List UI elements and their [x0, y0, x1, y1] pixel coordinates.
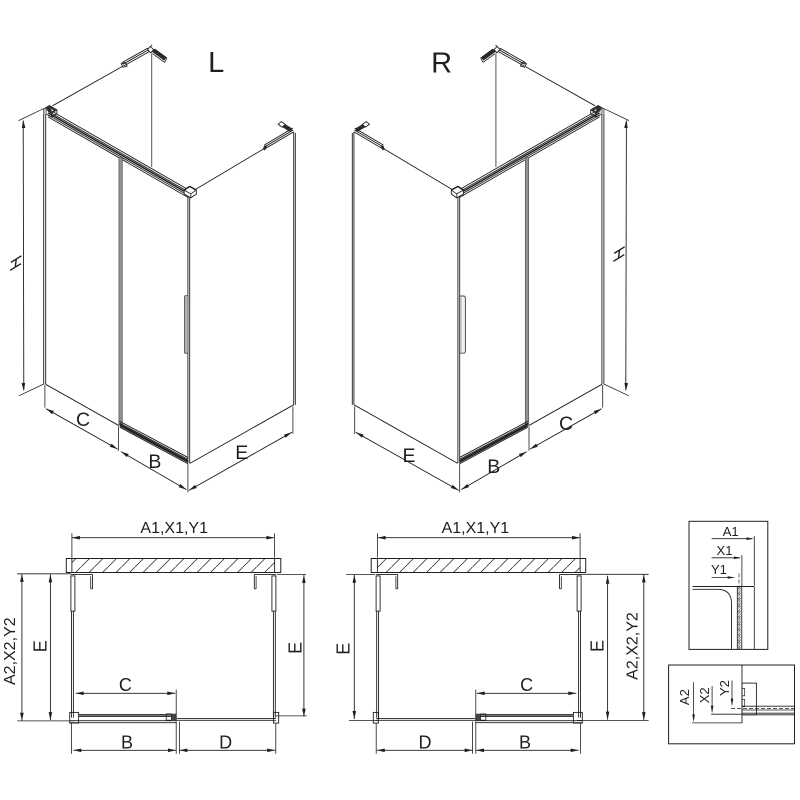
svg-text:D: D — [419, 733, 432, 753]
svg-text:E: E — [235, 442, 248, 464]
svg-text:C: C — [559, 413, 573, 435]
svg-text:A2,X2,Y2: A2,X2,Y2 — [2, 617, 19, 685]
svg-text:X1: X1 — [717, 543, 733, 558]
svg-text:A1: A1 — [723, 524, 739, 539]
svg-text:E: E — [333, 643, 353, 655]
svg-text:A2: A2 — [677, 689, 692, 705]
svg-text:E: E — [402, 445, 415, 467]
svg-text:D: D — [219, 733, 232, 753]
svg-text:B: B — [519, 733, 531, 753]
svg-text:E: E — [587, 640, 607, 652]
svg-text:C: C — [119, 675, 132, 695]
svg-text:X2: X2 — [697, 687, 712, 703]
svg-text:L: L — [208, 47, 224, 79]
svg-text:Y2: Y2 — [717, 680, 732, 696]
svg-text:Y1: Y1 — [711, 562, 727, 577]
svg-text:A1,X1,Y1: A1,X1,Y1 — [140, 520, 208, 537]
svg-text:R: R — [431, 48, 452, 80]
svg-text:B: B — [487, 456, 500, 478]
svg-text:A2,X2,Y2: A2,X2,Y2 — [625, 612, 642, 680]
svg-text:B: B — [148, 451, 161, 473]
svg-text:C: C — [520, 675, 533, 695]
svg-text:E: E — [30, 640, 50, 652]
svg-text:E: E — [285, 642, 305, 654]
svg-text:A1,X1,Y1: A1,X1,Y1 — [442, 520, 510, 537]
svg-text:C: C — [76, 409, 90, 431]
svg-text:B: B — [121, 733, 133, 753]
